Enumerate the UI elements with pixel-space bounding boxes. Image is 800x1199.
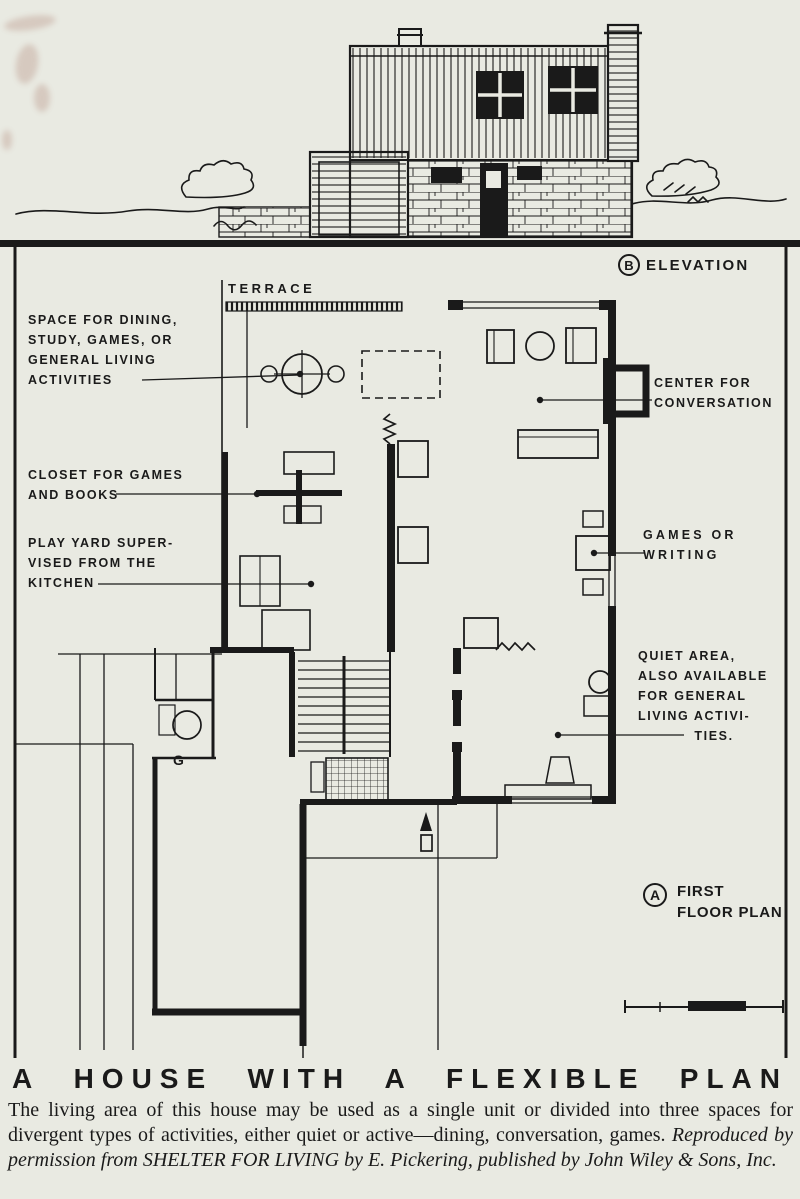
annotation-games: GAMES OR WRITING: [643, 528, 737, 562]
print-bleed-mark: [12, 42, 42, 86]
annotation-closet: CLOSET FOR GAMES AND BOOKS: [28, 468, 184, 502]
caption-credit: Reproduced by permission from SHELTER FO…: [8, 1124, 794, 1171]
annotation-leaders: [98, 374, 684, 736]
figure-title: A HOUSE WITH A FLEXIBLE PLAN: [12, 1063, 788, 1094]
annotation-quiet-area: QUIET AREA, ALSO AVAILABLE FOR GENERAL L…: [638, 649, 768, 743]
garage-letter: G: [173, 752, 186, 768]
scale-bar: [624, 1000, 784, 1013]
annotation-dining: SPACE FOR DINING, STUDY, GAMES, OR GENER…: [28, 313, 178, 387]
elevation-house: [218, 23, 642, 239]
floor-plan-furniture: [260, 327, 612, 800]
elevation-badge: B: [618, 254, 640, 276]
figure-caption: The living area of this house may be use…: [8, 1098, 793, 1173]
print-bleed-mark: [2, 130, 12, 150]
terrace-label: TERRACE: [228, 281, 316, 296]
annotation-conversation: CENTER FOR CONVERSATION: [654, 376, 773, 410]
floor-plan-walls: [15, 280, 650, 1058]
print-bleed-mark: [34, 84, 50, 112]
annotation-play-yard: PLAY YARD SUPER- VISED FROM THE KITCHEN: [28, 536, 174, 590]
elevation-label: ELEVATION: [646, 257, 750, 274]
elevation-landscape: [15, 158, 787, 231]
north-arrow: [420, 812, 433, 852]
caption-text: The living area of this house may be use…: [8, 1099, 793, 1146]
first-floor-badge: A: [643, 883, 667, 907]
print-bleed-mark: [3, 12, 57, 34]
first-floor-label: FIRST FLOOR PLAN: [677, 883, 783, 921]
